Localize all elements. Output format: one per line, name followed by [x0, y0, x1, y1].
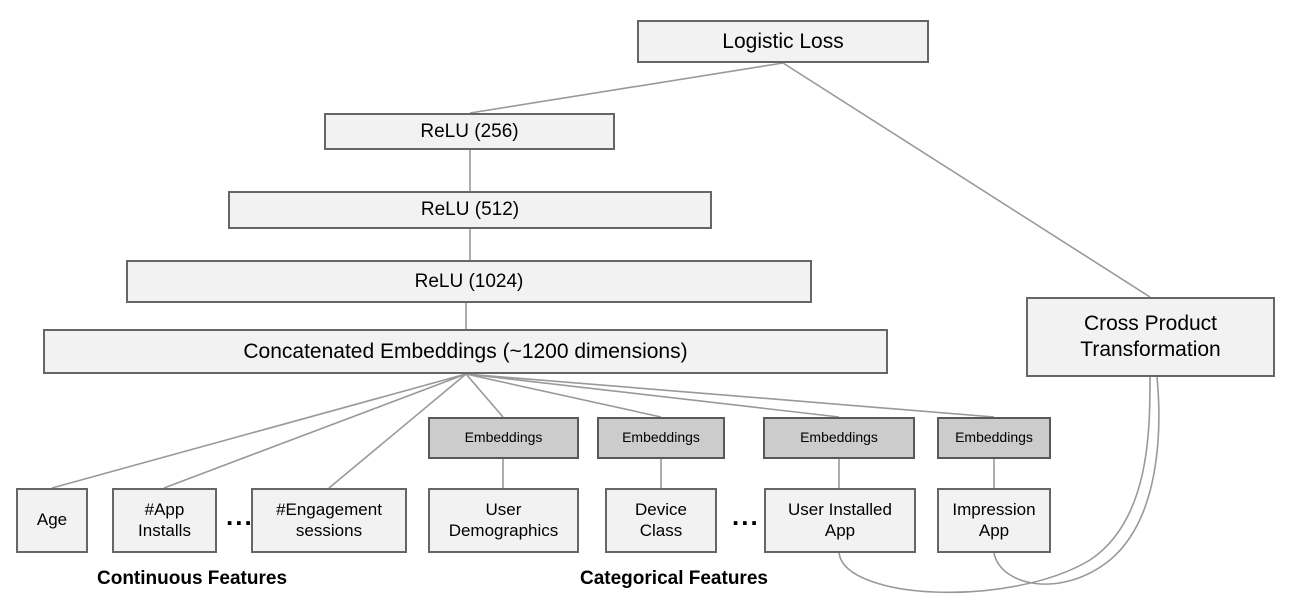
edge-emb_installed-to-concat_emb: [465, 373, 840, 418]
edge-emb_impression-to-concat_emb: [465, 373, 995, 418]
node-relu_512[interactable]: ReLU (512): [228, 191, 712, 229]
node-relu_256[interactable]: ReLU (256): [324, 113, 615, 150]
group-label-categorical_features: Categorical Features: [580, 568, 768, 589]
node-emb_installed[interactable]: Embeddings: [763, 417, 915, 459]
node-app_installs[interactable]: #App Installs: [112, 488, 217, 553]
node-emb_user_demo[interactable]: Embeddings: [428, 417, 579, 459]
node-emb_impression[interactable]: Embeddings: [937, 417, 1051, 459]
ellipsis_continuous: ...: [226, 501, 254, 531]
node-cross_product[interactable]: Cross Product Transformation: [1026, 297, 1275, 377]
node-user_demo[interactable]: User Demographics: [428, 488, 579, 553]
node-user_installed[interactable]: User Installed App: [764, 488, 916, 553]
edge-user_installed-to-cross_product: [838, 376, 1151, 594]
node-device_class[interactable]: Device Class: [605, 488, 717, 553]
edge-impression_app-to-cross_product: [993, 376, 1160, 585]
node-engagement[interactable]: #Engagement sessions: [251, 488, 407, 553]
node-emb_device[interactable]: Embeddings: [597, 417, 725, 459]
edge-emb_device-to-concat_emb: [465, 373, 662, 418]
ellipsis_categorical: ...: [732, 501, 760, 531]
node-impression_app[interactable]: Impression App: [937, 488, 1051, 553]
edge-cross_product-to-logistic_loss: [782, 62, 1151, 298]
node-relu_1024[interactable]: ReLU (1024): [126, 260, 812, 303]
edge-age-to-concat_emb: [51, 373, 467, 489]
group-label-continuous_features: Continuous Features: [97, 568, 288, 589]
edge-relu_256-to-logistic_loss: [469, 62, 784, 114]
node-age[interactable]: Age: [16, 488, 88, 553]
node-logistic_loss[interactable]: Logistic Loss: [637, 20, 929, 63]
node-concat_emb[interactable]: Concatenated Embeddings (~1200 dimension…: [43, 329, 888, 374]
edge-app_installs-to-concat_emb: [163, 373, 467, 489]
edge-emb_user_demo-to-concat_emb: [465, 373, 504, 418]
